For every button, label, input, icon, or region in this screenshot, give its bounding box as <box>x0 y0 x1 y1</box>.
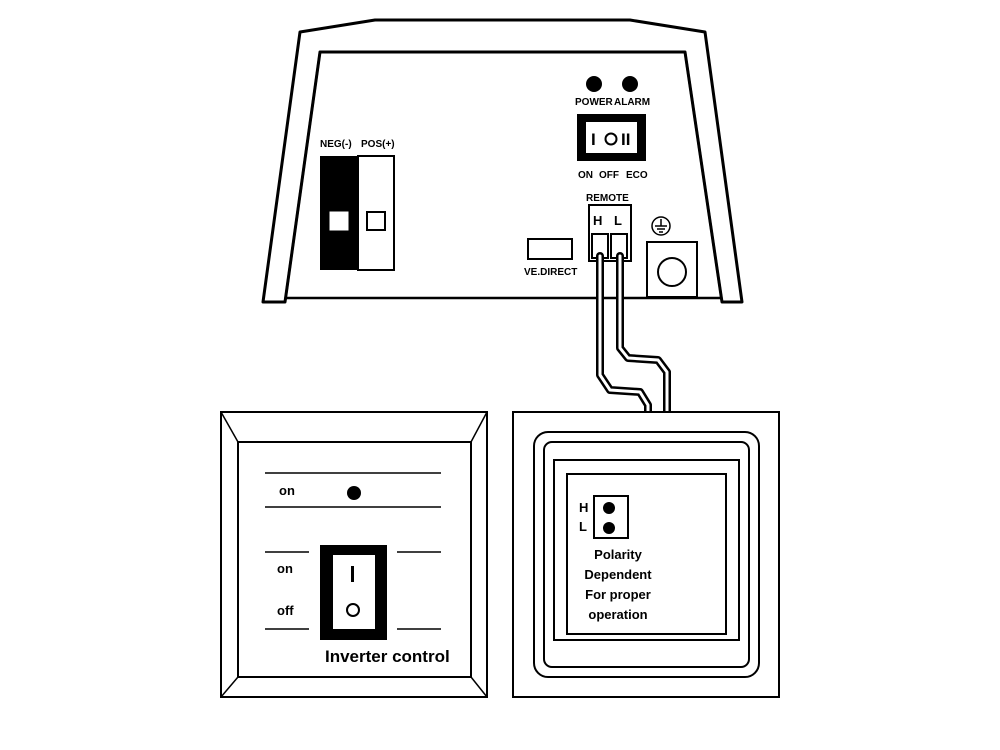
polarity-note-line-2: Dependent <box>584 567 652 582</box>
remote-l-label: L <box>614 213 622 228</box>
alarm-label: ALARM <box>614 97 650 108</box>
pos-terminal-screw <box>366 211 386 231</box>
panel-indicator-label: on <box>279 483 295 498</box>
ground-icon <box>651 216 671 236</box>
alarm-led <box>622 76 638 92</box>
terminal-l-screw[interactable] <box>603 522 615 534</box>
panel-switch-on-label: on <box>277 561 293 576</box>
mode-off-symbol <box>604 132 618 146</box>
polarity-note-line-3: For proper <box>585 587 651 602</box>
polarity-note-line-4: operation <box>588 607 647 622</box>
pos-label: POS(+) <box>361 139 395 150</box>
inverter-control-caption: Inverter control <box>325 647 450 666</box>
inverter-front-face <box>283 50 724 303</box>
neg-label: NEG(-) <box>320 139 352 150</box>
remote-terminal-box: H L Polarity Dependent For proper operat… <box>512 411 780 698</box>
status-leds: POWER ALARM <box>575 76 650 108</box>
mode-on-symbol: I <box>591 130 596 149</box>
battery-terminals: NEG(-) POS(+) <box>320 139 395 271</box>
ve-direct-socket[interactable] <box>527 238 573 260</box>
inverter-control-panel: on on off Inverter control <box>220 411 488 698</box>
terminal-l-label: L <box>579 519 587 534</box>
panel-switch-on-symbol <box>351 566 354 582</box>
panel-indicator-led <box>347 486 361 500</box>
panel-switch-off-label: off <box>277 603 294 618</box>
panel-switch-off-symbol <box>346 603 360 617</box>
terminal-h-screw[interactable] <box>603 502 615 514</box>
ve-direct-port: VE.DIRECT <box>524 238 577 278</box>
mode-on-label: ON <box>578 170 593 181</box>
terminal-box-plate <box>553 459 740 641</box>
terminal-box-inner-ring <box>543 441 750 668</box>
terminal-box-outer-ring <box>533 431 760 678</box>
remote-h-label: H <box>593 213 602 228</box>
mode-eco-label: ECO <box>626 170 648 181</box>
mode-switch-rocker[interactable] <box>586 122 637 153</box>
ground-terminal <box>646 216 698 298</box>
neg-terminal-screw <box>329 211 349 231</box>
mode-switch[interactable]: I II ON OFF ECO <box>577 114 648 181</box>
terminal-h-label: H <box>579 500 588 515</box>
remote-title: REMOTE <box>586 193 629 204</box>
power-led <box>586 76 602 92</box>
ve-direct-label: VE.DIRECT <box>524 267 577 278</box>
power-label: POWER <box>575 97 614 108</box>
ground-terminal-bolt[interactable] <box>657 257 687 287</box>
inverter-unit: NEG(-) POS(+) POWER ALARM I II ON OFF EC… <box>261 18 744 304</box>
remote-connector: REMOTE H L <box>586 193 632 262</box>
panel-rocker-switch[interactable] <box>320 545 387 640</box>
mode-off-label: OFF <box>599 170 619 181</box>
mode-eco-symbol: II <box>621 130 630 149</box>
polarity-note-line-1: Polarity <box>594 547 642 562</box>
